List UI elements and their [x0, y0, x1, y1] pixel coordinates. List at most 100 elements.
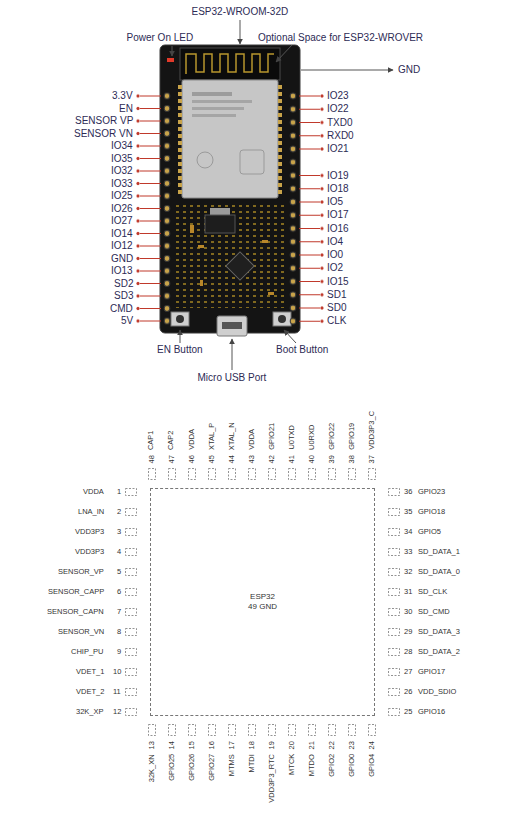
- regulator: [205, 215, 235, 233]
- pin-name: GPIO25: [168, 754, 177, 781]
- label-text: ESP32-WROOM-32D: [192, 6, 289, 17]
- pin-number: 16: [208, 741, 217, 749]
- callout-label: Micro USB Port: [198, 372, 267, 384]
- pin-name: GPIO23: [418, 488, 445, 497]
- label-text: GPIO23: [418, 487, 445, 496]
- smd-part: [200, 280, 203, 286]
- label-text: 29: [404, 627, 412, 636]
- pin-label: SD3: [114, 290, 133, 302]
- pin-number: 5: [117, 568, 121, 577]
- pin-label: IO27: [111, 215, 133, 227]
- pin-label: RXD0: [327, 130, 354, 142]
- callout-label: Power On LED: [127, 32, 194, 44]
- pin-name: XTAL_P: [208, 423, 217, 450]
- label-text: SENSOR_CAPN: [47, 607, 104, 616]
- pin-name: SENSOR_CAPP: [48, 588, 104, 597]
- label-text: SD2: [114, 278, 133, 289]
- smd-part: [262, 240, 268, 243]
- pin-name: VDD3P3: [75, 548, 104, 557]
- pin-name: LNA_IN: [78, 508, 104, 517]
- callout-arrow: [276, 45, 292, 62]
- pin-number: 37: [368, 455, 377, 463]
- dev-board: [160, 45, 300, 336]
- pin-leaders: [135, 89, 325, 328]
- label-text: MTCK: [287, 754, 296, 775]
- pin-label: IO14: [111, 228, 133, 240]
- usb-opening: [222, 322, 242, 329]
- label-text: GPIO16: [418, 707, 445, 716]
- pin-label: IO5: [327, 196, 343, 208]
- label-text: 37: [367, 455, 376, 463]
- shield-logo: [240, 150, 264, 174]
- pin-label: IO23: [327, 90, 349, 102]
- pin-pad: [125, 482, 137, 722]
- label-text: 33: [404, 547, 412, 556]
- label-text: GPIO0: [347, 754, 356, 777]
- label-text: Boot Button: [276, 344, 328, 355]
- pin-name: GPIO19: [348, 423, 357, 450]
- pcb-antenna: [186, 54, 274, 74]
- leader-dot: [135, 90, 141, 328]
- label-text: IO33: [111, 178, 133, 189]
- pin-number: 3: [117, 528, 121, 537]
- pin-name: GPIO17: [418, 668, 445, 677]
- pin-number: 33: [404, 548, 412, 557]
- label-text: IO2: [327, 262, 343, 273]
- pin-name: 32K_XP: [76, 708, 104, 717]
- pin-number: 17: [228, 741, 237, 749]
- pin-number: 38: [348, 455, 357, 463]
- callout-label: GND: [398, 64, 420, 76]
- module-pads: [278, 84, 282, 196]
- label-text: TXD0: [327, 117, 353, 128]
- label-text: GPIO18: [418, 507, 445, 516]
- label-text: SD_CLK: [418, 587, 447, 596]
- shield-marking: [192, 114, 236, 117]
- label-text: SD1: [327, 289, 346, 300]
- pin-number: 13: [148, 741, 157, 749]
- label-text: MTDO: [307, 754, 316, 776]
- label-text: GPIO21: [267, 423, 276, 450]
- pin-name: MTCK: [288, 754, 297, 775]
- pin-header: [288, 89, 298, 328]
- label-text: 20: [287, 741, 296, 749]
- pin-number: 44: [228, 455, 237, 463]
- pin-number: 30: [404, 608, 412, 617]
- label-text: MTMS: [227, 754, 236, 776]
- label-text: 39: [327, 455, 336, 463]
- pin-number: 11: [113, 688, 121, 697]
- label-text: 42: [267, 455, 276, 463]
- label-text: 10: [113, 667, 121, 676]
- pin-label: IO21: [327, 143, 349, 155]
- label-text: VDDA: [83, 487, 104, 496]
- label-text: 22: [327, 741, 336, 749]
- label-text: 34: [404, 527, 412, 536]
- label-text: VDET_1: [76, 667, 104, 676]
- pin-number: 43: [248, 455, 257, 463]
- label-text: IO21: [327, 143, 349, 154]
- pin-number: 21: [308, 741, 317, 749]
- label-text: 40: [307, 455, 316, 463]
- label-text: GPIO26: [187, 754, 196, 781]
- pin-name: SENSOR_VN: [58, 628, 104, 637]
- usb-port: [217, 316, 247, 336]
- label-text: GPIO17: [418, 667, 445, 676]
- label-text: IO18: [327, 183, 349, 194]
- label-text: 36: [404, 487, 412, 496]
- label-text: 27: [404, 667, 412, 676]
- pin-number: 45: [208, 455, 217, 463]
- pin-label: IO17: [327, 209, 349, 221]
- pin-name: MTMS: [228, 754, 237, 776]
- regulator-tab: [210, 208, 230, 215]
- label-text: GPIO19: [347, 423, 356, 450]
- pin-name: GPIO22: [328, 423, 337, 450]
- pin-label: TXD0: [327, 117, 353, 129]
- en-button: [171, 312, 189, 326]
- smd-part: [190, 225, 194, 233]
- label-text: 13: [147, 741, 156, 749]
- pin-label: CLK: [327, 315, 346, 327]
- pin-number: 25: [404, 708, 412, 717]
- leader-line: [140, 96, 161, 321]
- pin-label: IO34: [111, 140, 133, 152]
- label-text: SD_DATA_1: [418, 547, 460, 556]
- module-pads: [178, 84, 182, 196]
